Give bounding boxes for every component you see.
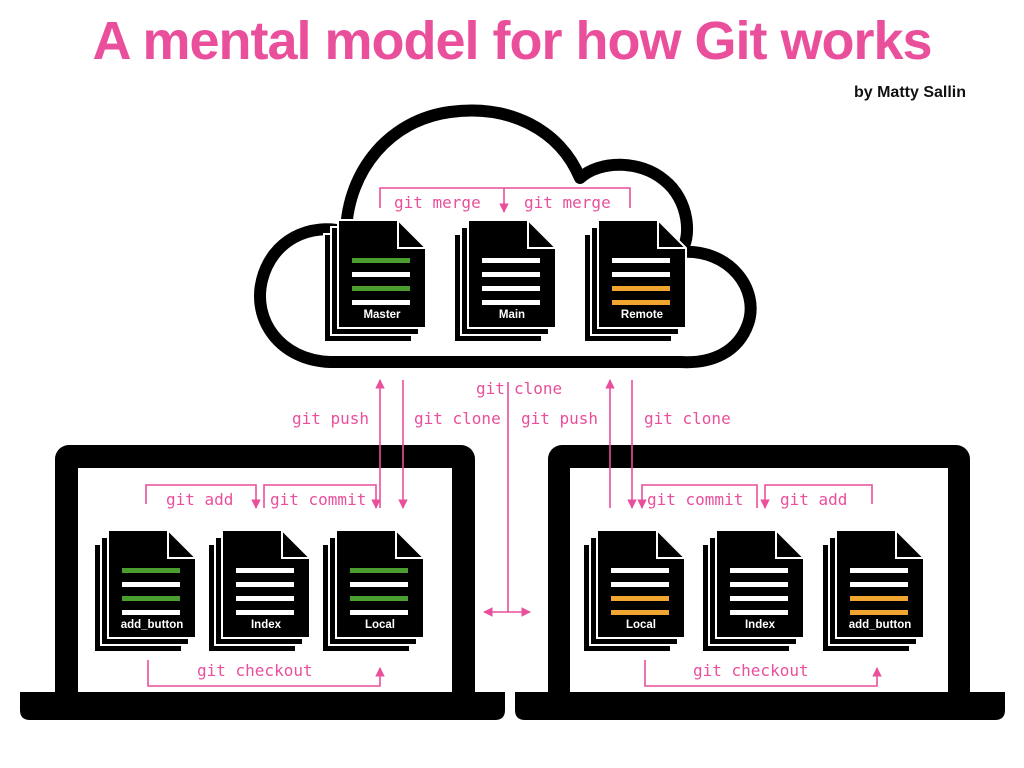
remote-master-document-stack: Master — [323, 219, 427, 343]
document-line — [352, 286, 410, 291]
document-line — [352, 258, 410, 263]
document-line — [730, 610, 788, 615]
merge-line-right — [504, 187, 631, 208]
merge-arrow-left — [379, 187, 509, 213]
left-checkout-label: git checkout — [197, 661, 313, 680]
right-add-label: git add — [780, 490, 847, 509]
center-clone-label-a: git — [476, 379, 505, 398]
document-line — [850, 568, 908, 573]
right-laptop-index-document-stack: Index — [701, 529, 805, 653]
document-line — [611, 568, 669, 573]
document-line — [122, 582, 180, 587]
left-laptop-local-document-stack: Local — [321, 529, 425, 653]
remote-master-label: Master — [363, 309, 401, 321]
document-line — [350, 582, 408, 587]
document-line — [612, 300, 670, 305]
center-clone-label-b: clone — [514, 379, 562, 398]
document-line — [236, 596, 294, 601]
right-laptop-index-label: Index — [745, 619, 776, 631]
document-line — [350, 596, 408, 601]
document-line — [482, 258, 540, 263]
document-line — [352, 272, 410, 277]
remote-remote-document-stack: Remote — [583, 219, 687, 343]
document-line — [352, 300, 410, 305]
left-laptop-add-button-document-stack: add_button — [93, 529, 197, 653]
remote-main-label: Main — [499, 309, 525, 321]
document-line — [122, 568, 180, 573]
right-clone-label: git clone — [644, 409, 731, 428]
left-checkout-arrow — [147, 660, 385, 687]
document-line — [730, 582, 788, 587]
document-line — [482, 300, 540, 305]
right-checkout-label: git checkout — [693, 661, 809, 680]
left-commit-label: git commit — [270, 490, 366, 509]
remote-main-document-stack: Main — [453, 219, 557, 343]
document-line — [236, 610, 294, 615]
remote-remote-label: Remote — [621, 309, 663, 321]
document-line — [611, 610, 669, 615]
left-push-label: git push — [292, 409, 369, 428]
document-line — [122, 610, 180, 615]
document-line — [482, 286, 540, 291]
document-line — [730, 596, 788, 601]
right-laptop-add-button-document-stack: add_button — [821, 529, 925, 653]
document-line — [611, 596, 669, 601]
left-laptop-index-label: Index — [251, 619, 282, 631]
right-laptop-local-label: Local — [626, 619, 656, 631]
page-title: A mental model for how Git works — [92, 11, 932, 71]
document-line — [850, 596, 908, 601]
left-laptop-add-button-label: add_button — [121, 619, 184, 631]
document-line — [612, 272, 670, 277]
document-line — [730, 568, 788, 573]
merge-label-left: git merge — [394, 193, 481, 212]
left-commit-arrow — [263, 484, 381, 509]
document-line — [122, 596, 180, 601]
document-line — [350, 568, 408, 573]
document-line — [482, 272, 540, 277]
left-laptop-index-document-stack: Index — [207, 529, 311, 653]
document-line — [236, 568, 294, 573]
right-add-arrow — [760, 484, 873, 509]
document-line — [850, 610, 908, 615]
right-commit-label: git commit — [647, 490, 743, 509]
right-laptop-add-button-label: add_button — [849, 619, 912, 631]
left-add-arrow — [145, 484, 261, 509]
document-line — [612, 286, 670, 291]
left-laptop-local-label: Local — [365, 619, 395, 631]
document-line — [236, 582, 294, 587]
right-laptop-local-document-stack: Local — [582, 529, 686, 653]
merge-label-right: git merge — [524, 193, 611, 212]
right-push-label: git push — [521, 409, 598, 428]
left-add-label: git add — [166, 490, 233, 509]
document-line — [612, 258, 670, 263]
document-line — [350, 610, 408, 615]
right-checkout-arrow — [644, 660, 882, 687]
left-clone-label: git clone — [414, 409, 501, 428]
author-credit: by Matty Sallin — [853, 84, 966, 101]
document-line — [850, 582, 908, 587]
document-line — [611, 582, 669, 587]
right-commit-arrow — [637, 484, 758, 509]
